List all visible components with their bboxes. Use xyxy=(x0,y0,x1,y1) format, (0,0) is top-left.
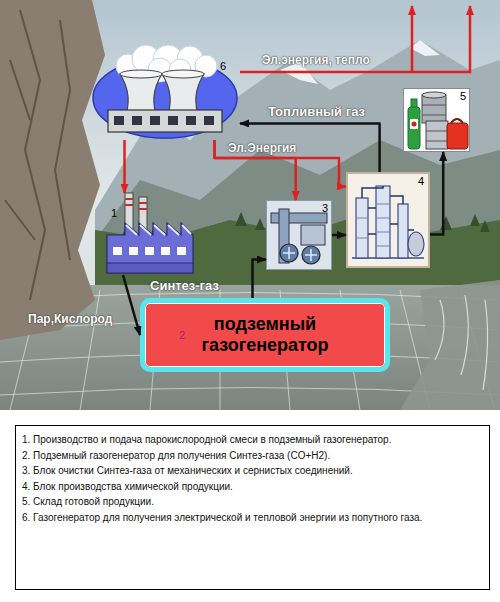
node-icon xyxy=(404,89,469,151)
flow-label: Эл.Энергия xyxy=(228,141,296,155)
column xyxy=(398,204,408,258)
barrel-bands xyxy=(422,105,448,141)
tower-top xyxy=(162,70,204,78)
product-warehouse: 5 xyxy=(403,88,470,152)
heat-output-line xyxy=(411,6,414,72)
power-plant: 6 xyxy=(90,48,240,140)
window xyxy=(114,116,124,125)
power-output-line xyxy=(240,6,470,72)
flow-connector xyxy=(253,260,267,299)
node-icon xyxy=(267,201,331,269)
stalactites xyxy=(435,295,488,390)
flow-connector xyxy=(215,140,296,200)
label-mark xyxy=(412,122,417,127)
node-title: подземный газогенератор xyxy=(185,314,345,356)
sky xyxy=(0,0,500,410)
node-icon xyxy=(90,48,240,140)
window xyxy=(145,247,154,255)
legend-note: 2. Подземный газогенератор для получения… xyxy=(22,448,483,464)
window xyxy=(132,116,142,125)
window xyxy=(161,247,170,255)
callout-number: 1 xyxy=(111,207,117,219)
bottle xyxy=(408,107,420,149)
steam-oxygen-plant: 1 xyxy=(105,193,195,275)
window xyxy=(150,116,160,125)
snow-patch xyxy=(410,40,440,56)
chimney-stripes xyxy=(125,199,147,209)
window xyxy=(186,116,196,125)
column xyxy=(356,198,368,258)
valve-cross xyxy=(305,249,317,261)
flow-connector xyxy=(123,140,126,193)
callout-number: 4 xyxy=(418,175,424,187)
window xyxy=(168,116,178,125)
valve xyxy=(280,244,298,262)
barrel-top xyxy=(422,92,446,98)
barrel xyxy=(426,121,448,149)
window xyxy=(177,247,186,255)
rock-cliff xyxy=(0,0,105,340)
flow-connector xyxy=(215,140,347,186)
window xyxy=(204,116,214,125)
node-icon xyxy=(105,193,195,275)
legend-note: 4. Блок производства химической продукци… xyxy=(22,479,483,495)
flow-connector xyxy=(430,152,443,234)
output-label: Эл.энергия, тепло xyxy=(262,53,370,67)
legend-note: 3. Блок очистки Синтез-газа от механичес… xyxy=(22,463,483,479)
legend-note: 1. Производство и подача парокислородной… xyxy=(22,432,483,448)
column-trays xyxy=(356,204,390,246)
flow-connector xyxy=(123,275,140,335)
factory-building xyxy=(107,223,193,273)
barrel xyxy=(422,95,446,123)
column xyxy=(376,186,390,258)
canister-handle xyxy=(451,119,463,123)
plant-building xyxy=(108,110,222,132)
underground-gasifier: 2подземный газогенератор xyxy=(140,298,390,372)
tower-top xyxy=(120,70,162,78)
valve xyxy=(302,246,320,264)
factory-base xyxy=(107,263,193,273)
legend-note: 6. Газогенератор для получения электриче… xyxy=(22,510,483,526)
flow-label: Синтез-газ xyxy=(150,278,219,293)
callout-number: 2 xyxy=(179,329,185,341)
chemical-block: 4 xyxy=(346,172,430,268)
legend-notes: 1. Производство и подача парокислородной… xyxy=(15,425,490,590)
filter-tank xyxy=(301,225,325,245)
flow-label: Пар,Кислород xyxy=(28,312,112,326)
pipes xyxy=(362,186,414,234)
gas-cleaning-block: 3 xyxy=(266,200,332,270)
cave-rock xyxy=(400,280,500,410)
bottle-label xyxy=(410,119,418,129)
canister xyxy=(447,123,468,149)
node-icon xyxy=(348,174,428,266)
flow-label: Топливный газ xyxy=(268,104,365,119)
callout-number: 6 xyxy=(220,60,226,72)
rock-cracks xyxy=(5,10,70,300)
roof-glazing xyxy=(126,225,191,235)
valve-cross xyxy=(283,247,295,259)
callout-number: 5 xyxy=(460,90,466,102)
flow-connector xyxy=(332,234,346,237)
window xyxy=(129,247,138,255)
legend-note: 5. Склад готовой продукции. xyxy=(22,494,483,510)
callout-number: 3 xyxy=(322,202,328,214)
window xyxy=(113,247,122,255)
tank xyxy=(408,232,424,256)
